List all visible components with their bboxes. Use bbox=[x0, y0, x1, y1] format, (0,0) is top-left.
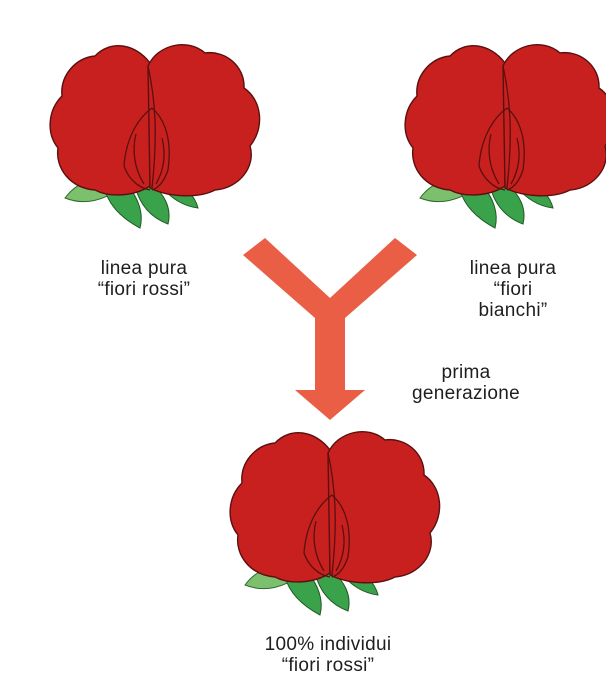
label-offspring: 100% individui “fiori rossi” bbox=[228, 634, 428, 676]
label-red-parent-line1: linea pura bbox=[64, 258, 224, 279]
white-flower-parent bbox=[405, 45, 606, 228]
label-red-parent-line2: “fiori rossi” bbox=[64, 279, 224, 300]
label-white-parent-line1: linea pura bbox=[438, 258, 588, 279]
red-flower-parent bbox=[50, 45, 259, 228]
label-white-parent-line3: bianchi” bbox=[438, 300, 588, 321]
label-white-parent: linea pura “fiori bianchi” bbox=[438, 258, 588, 321]
label-offspring-line2: “fiori rossi” bbox=[228, 655, 428, 676]
red-flower-offspring bbox=[230, 432, 439, 615]
label-generation-line1: prima bbox=[376, 362, 556, 383]
label-white-parent-line2: “fiori bbox=[438, 279, 588, 300]
label-generation-line2: generazione bbox=[376, 383, 556, 404]
label-offspring-line1: 100% individui bbox=[228, 634, 428, 655]
label-first-generation: prima generazione bbox=[376, 362, 556, 404]
label-red-parent: linea pura “fiori rossi” bbox=[64, 258, 224, 300]
